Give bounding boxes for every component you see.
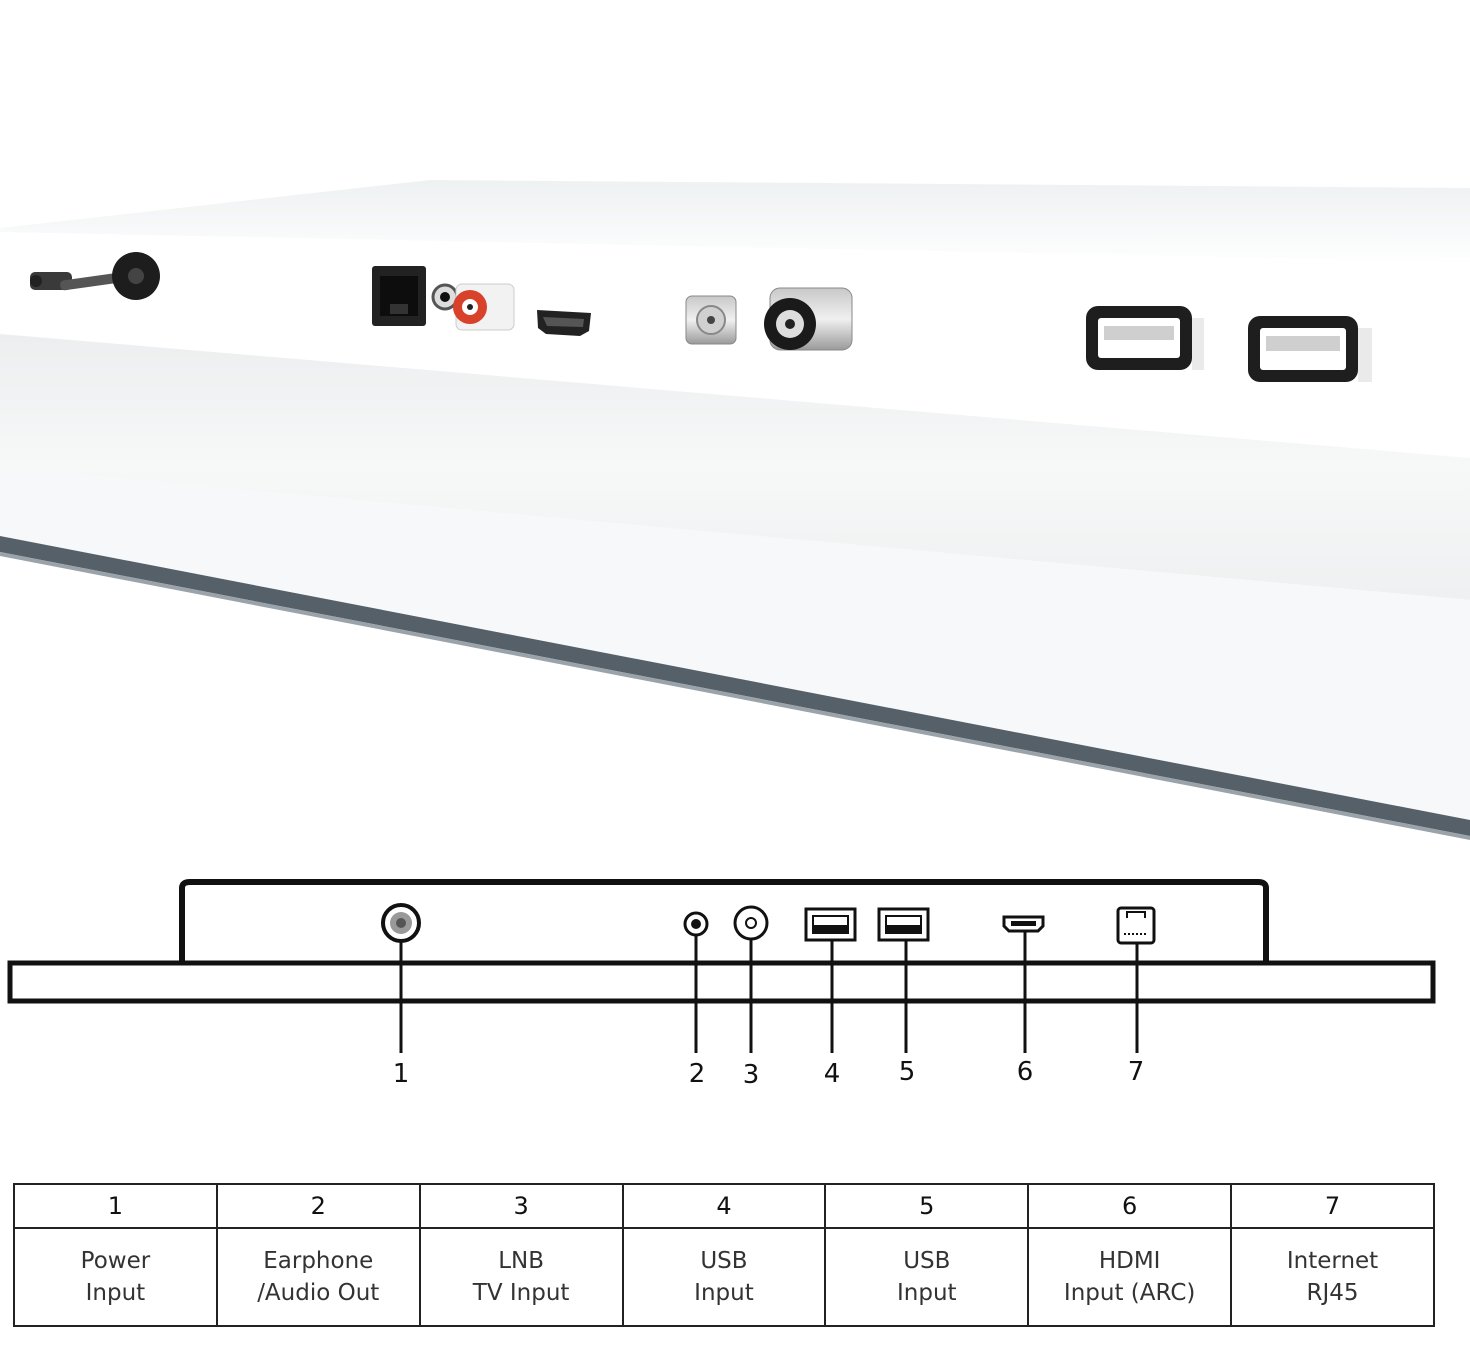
callout-number: 4 xyxy=(823,1059,841,1089)
usb-port-icon-5 xyxy=(877,907,930,942)
table-description-cell: Internet RJ45 xyxy=(1230,1227,1435,1327)
description-line: HDMI xyxy=(1098,1248,1161,1274)
tv-ports-photo-svg xyxy=(0,180,1470,840)
table-number-cell: 1 xyxy=(13,1183,218,1229)
description-line: Input xyxy=(694,1280,754,1306)
photo-lnb-port xyxy=(685,295,737,345)
description-line: Input (ARC) xyxy=(1063,1280,1196,1306)
table-number-cell: 4 xyxy=(621,1183,827,1229)
tv-ports-photo xyxy=(0,180,1470,840)
schematic-base xyxy=(7,960,1436,1004)
panel-lower-bezel xyxy=(0,468,1470,820)
description-line: TV Input xyxy=(472,1280,570,1306)
description-line: Power xyxy=(80,1248,151,1274)
ports-schematic: 1 2 3 4 5 6 7 xyxy=(0,860,1470,1120)
power-input-icon xyxy=(381,903,421,943)
table-number-cell: 2 xyxy=(215,1183,421,1229)
table-header-row: 1 2 3 4 5 6 7 xyxy=(13,1183,1435,1229)
photo-hdmi-port xyxy=(537,310,591,336)
earphone-jack-icon xyxy=(683,911,709,937)
schematic-svg xyxy=(7,879,1436,1053)
photo-tv-port xyxy=(764,287,853,351)
callout-lines xyxy=(399,931,1139,1053)
usb-port-icon-4 xyxy=(804,907,857,942)
table-description-cell: LNB TV Input xyxy=(418,1227,624,1327)
rj45-port-icon xyxy=(1116,906,1156,945)
table-description-row: Power Input Earphone /Audio Out LNB TV I… xyxy=(13,1227,1435,1327)
description-line: Internet xyxy=(1286,1248,1379,1274)
panel-top-surface xyxy=(0,180,1470,268)
port-legend-table: 1 2 3 4 5 6 7 Power Input Earphone /Audi… xyxy=(13,1183,1435,1327)
table-description-cell: Earphone /Audio Out xyxy=(215,1227,421,1327)
table-description-cell: Power Input xyxy=(13,1227,218,1327)
description-line: Input xyxy=(897,1280,957,1306)
table-number-cell: 7 xyxy=(1230,1183,1435,1229)
panel-middle-band xyxy=(0,334,1470,600)
callout-number: 5 xyxy=(898,1057,916,1087)
photo-usb-port-1 xyxy=(1086,306,1204,370)
description-line: LNB xyxy=(498,1248,545,1274)
description-line: USB xyxy=(903,1248,951,1274)
callout-number: 1 xyxy=(392,1059,410,1089)
lnb-input-icon xyxy=(733,905,769,941)
screen-edge xyxy=(0,536,1470,836)
description-line: Earphone xyxy=(263,1248,374,1274)
table-number-cell: 6 xyxy=(1027,1183,1233,1229)
photo-usb-port-2 xyxy=(1248,316,1372,382)
callout-number: 2 xyxy=(688,1059,706,1089)
table-number-cell: 5 xyxy=(824,1183,1030,1229)
hdmi-port-icon xyxy=(1002,915,1045,933)
description-line: Input xyxy=(85,1280,146,1306)
photo-rj45-port xyxy=(372,266,426,326)
description-line: RJ45 xyxy=(1306,1280,1359,1306)
callout-number: 7 xyxy=(1127,1057,1145,1087)
callout-number: 6 xyxy=(1016,1057,1034,1087)
photo-rca-port xyxy=(453,283,515,331)
table-description-cell: USB Input xyxy=(621,1227,827,1327)
description-line: /Audio Out xyxy=(257,1280,380,1306)
table-number-cell: 3 xyxy=(418,1183,624,1229)
photo-power-port xyxy=(30,252,160,300)
schematic-back-box xyxy=(179,879,1269,963)
table-description-cell: HDMI Input (ARC) xyxy=(1027,1227,1233,1327)
description-line: USB xyxy=(700,1248,748,1274)
callout-number: 3 xyxy=(742,1060,760,1090)
table-description-cell: USB Input xyxy=(824,1227,1030,1327)
panel-port-face xyxy=(0,232,1470,458)
